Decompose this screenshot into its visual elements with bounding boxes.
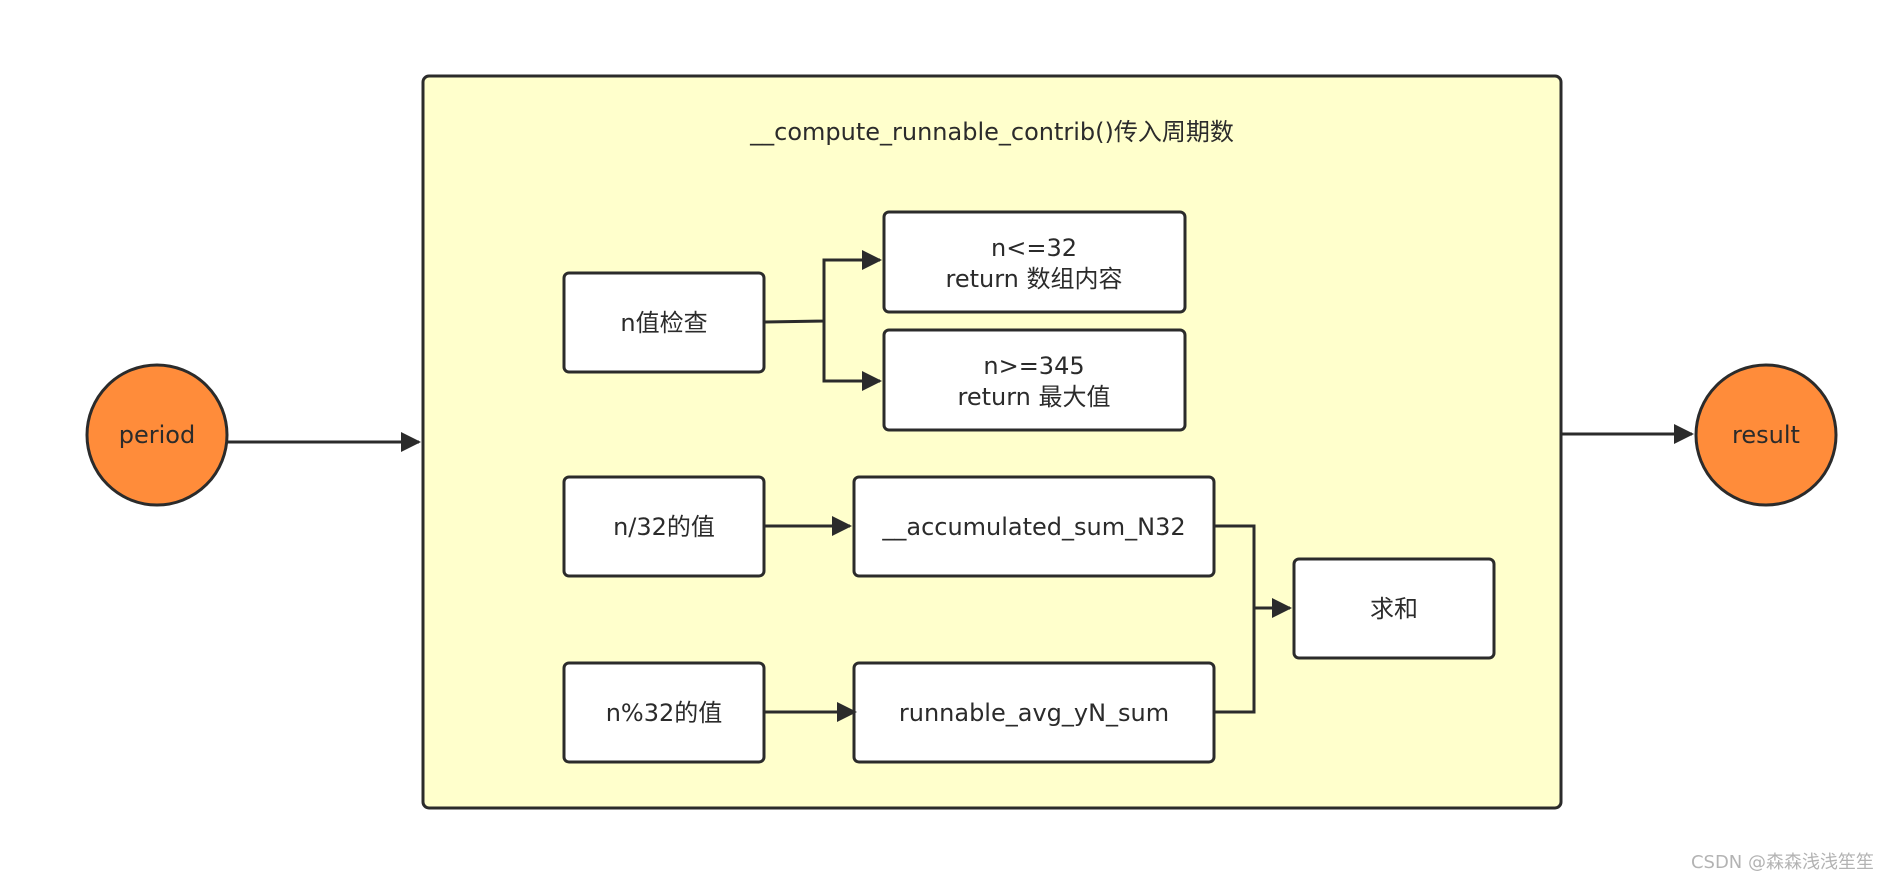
n-div-32-box xyxy=(562,475,766,578)
runnable-avg-node: runnable_avg_yN_sum xyxy=(852,661,1216,764)
watermark: CSDN @森森浅浅笙笙 xyxy=(1691,852,1874,873)
n-le-32-box xyxy=(882,210,1187,314)
result-label: result xyxy=(1732,421,1800,449)
n-ge-345-node: n>=345 return 最大值 xyxy=(882,328,1187,432)
n-div-32-node: n/32的值 xyxy=(562,475,766,578)
n-mod-32-node: n%32的值 xyxy=(562,661,766,764)
arrow-check-to-ge345 xyxy=(822,321,882,391)
n-ge-345-line2: return 最大值 xyxy=(957,383,1110,411)
period-circle xyxy=(85,363,229,507)
n-check-label: n值检查 xyxy=(620,309,707,337)
n-ge-345-line1: n>=345 xyxy=(983,352,1084,380)
arrow-check-to-le32 xyxy=(764,250,882,324)
container-box xyxy=(421,74,1563,810)
period-label: period xyxy=(119,421,195,449)
runnable-avg-label: runnable_avg_yN_sum xyxy=(899,699,1169,727)
connector-bracket-to-sum xyxy=(1215,524,1256,714)
n-le-32-node: n<=32 return 数组内容 xyxy=(882,210,1187,314)
connectors xyxy=(228,250,1694,722)
container-title: __compute_runnable_contrib()传入周期数 xyxy=(749,118,1234,146)
accumulated-sum-node: __accumulated_sum_N32 xyxy=(852,475,1216,578)
n-le-32-line2: return 数组内容 xyxy=(945,265,1122,293)
n-ge-345-box xyxy=(882,328,1187,432)
sum-label: 求和 xyxy=(1370,595,1418,623)
sum-box xyxy=(1292,557,1496,660)
result-circle xyxy=(1694,363,1838,507)
accumulated-sum-label: __accumulated_sum_N32 xyxy=(881,513,1185,541)
container: __compute_runnable_contrib()传入周期数 xyxy=(421,74,1563,810)
accumulated-sum-box xyxy=(852,475,1216,578)
n-le-32-line1: n<=32 xyxy=(991,234,1077,262)
n-mod-32-label: n%32的值 xyxy=(606,699,723,727)
sum-node: 求和 xyxy=(1292,557,1496,660)
n-check-box xyxy=(562,271,766,374)
n-check-node: n值检查 xyxy=(562,271,766,374)
n-div-32-label: n/32的值 xyxy=(613,513,715,541)
result-node: result xyxy=(1694,363,1838,507)
period-node: period xyxy=(85,363,229,507)
n-mod-32-box xyxy=(562,661,766,764)
